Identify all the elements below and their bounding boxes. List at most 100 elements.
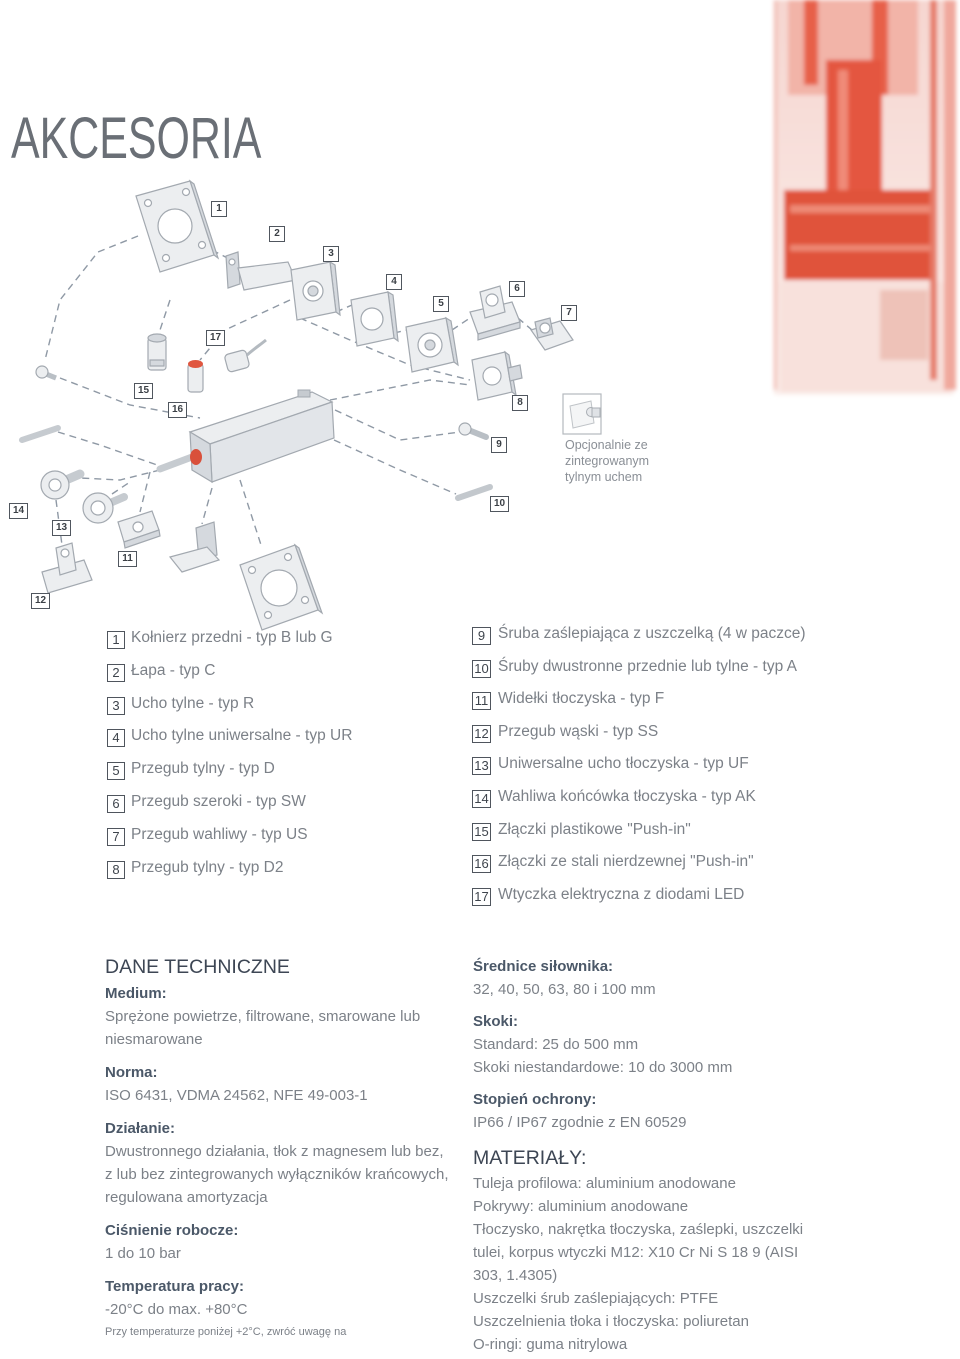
diagram-label-2: 2: [269, 226, 285, 242]
spec-value: 32, 40, 50, 63, 80 i 100 mm: [473, 981, 656, 998]
spec-label: Średnice siłownika:: [473, 958, 614, 975]
rear-hinge-part: [405, 316, 459, 373]
spec-value: regulowana amortyzacja: [105, 1188, 268, 1206]
spec-temperature: Temperatura pracy: -20°C do max. +80°C: [105, 1275, 448, 1321]
front-foot-bracket-part: [168, 521, 221, 573]
tech-data-right-column: Średnice siłownika: 32, 40, 50, 63, 80 i…: [473, 955, 803, 1356]
legend-item: 17 Wtyczka elektryczna z diodami LED: [472, 878, 806, 911]
item-number-box: 8: [107, 860, 125, 879]
foot-bracket-part: [225, 251, 297, 291]
swivel-hinge-part: [530, 317, 574, 351]
item-name: Przegub wąski - typ SS: [498, 722, 659, 740]
item-name: Łapa - typ C: [131, 661, 216, 679]
spec-label: Stopień ochrony:: [473, 1091, 597, 1108]
spec-operation: Działanie: Dwustronnego działania, tłok …: [105, 1117, 448, 1209]
spec-value: -20°C do max. +80°C: [105, 1300, 248, 1318]
pneumatic-cylinder: [156, 389, 335, 484]
diagram-label-15: 15: [134, 383, 153, 399]
spec-value: z lub bez zintegrowanych wyłączników kra…: [105, 1165, 449, 1183]
cylinder-photo: [774, 0, 956, 395]
item-name: Złączki ze stali nierdzewnej "Push-in": [498, 853, 754, 871]
diagram-label-5: 5: [433, 296, 449, 312]
diagram-label-14: 14: [9, 503, 28, 519]
spec-value: 1 do 10 bar: [105, 1244, 181, 1262]
tech-data-heading: DANE TECHNICZNE: [105, 956, 290, 978]
item-name: Złączki plastikowe "Push-in": [498, 820, 691, 838]
diagram-label-12: 12: [31, 593, 50, 609]
item-number-box: 15: [472, 822, 491, 841]
rear-eye-part: [290, 260, 341, 321]
universal-rod-eye-part: [82, 492, 128, 524]
legend-item: 15 Złączki plastikowe "Push-in": [472, 813, 806, 846]
legend-item: 16 Złączki ze stali nierdzewnej "Push-in": [472, 846, 806, 879]
material-line: Uszczelnienia tłoka i tłoczyska: poliure…: [473, 1313, 749, 1330]
item-number-box: 13: [472, 757, 491, 776]
connection-lines: [44, 235, 533, 549]
spec-value: niesmarowane: [105, 1030, 203, 1048]
legend-item: 13 Uniwersalne ucho tłoczyska - typ UF: [472, 748, 806, 781]
legend-item: 9 Śruba zaślepiająca z uszczelką (4 w pac…: [472, 618, 806, 651]
spec-standard: Norma: ISO 6431, VDMA 24562, NFE 49-003-…: [105, 1061, 448, 1107]
temperature-note: Przy temperaturze poniżej +2°C, zwróć uw…: [105, 1325, 347, 1338]
diagram-label-11: 11: [118, 551, 137, 567]
spec-pressure: Ciśnienie robocze: 1 do 10 bar: [105, 1219, 448, 1265]
item-name: Wahliwa końcówka tłoczyska - typ AK: [498, 787, 756, 805]
double-ended-screw-part: [455, 484, 493, 501]
rear-flange-part: [239, 543, 324, 631]
item-name: Przegub tylny - typ D2: [131, 858, 284, 876]
plastic-push-in-fitting: [147, 333, 167, 371]
accessories-diagram: [19, 179, 574, 631]
item-name: Śruba zaślepiająca z uszczelką (4 w pacz…: [498, 624, 806, 642]
item-number-box: 5: [107, 762, 125, 781]
item-number-box: 12: [472, 724, 491, 743]
item-name: Wtyczka elektryczna z diodami LED: [498, 885, 745, 903]
item-name: Przegub tylny - typ D: [131, 760, 275, 778]
item-name: Przegub szeroki - typ SW: [131, 792, 306, 810]
spec-value: Sprężone powietrze, filtrowane, smarowan…: [105, 1007, 421, 1025]
led-plug-part: [224, 338, 267, 373]
spec-strokes: Skoki: Standard: 25 do 500 mm Skoki nies…: [473, 1010, 803, 1079]
spec-value: Skoki niestandardowe: 10 do 3000 mm: [473, 1059, 733, 1076]
item-number-box: 16: [472, 855, 491, 874]
diagram-label-7: 7: [561, 305, 577, 321]
material-line: Tłoczysko, nakrętka tłoczyska, zaślepki,…: [473, 1221, 804, 1238]
caption-line: Opcjonalnie ze: [565, 438, 648, 452]
caption-line: tylnym uchem: [565, 470, 643, 484]
item-number-box: 2: [107, 663, 125, 682]
item-name: Uniwersalne ucho tłoczyska - typ UF: [498, 755, 749, 773]
diagram-label-17: 17: [206, 330, 225, 346]
item-name: Przegub wahliwy - typ US: [131, 825, 308, 843]
item-number-box: 10: [472, 659, 491, 678]
material-line: 303, 1.4305): [473, 1267, 558, 1284]
material-line: tulei, korpus wtyczki M12: X10 Cr Ni S 1…: [473, 1244, 799, 1261]
legend-item: 2 Łapa - typ C: [107, 654, 352, 687]
spec-value: Standard: 25 do 500 mm: [473, 1036, 639, 1053]
item-name: Widełki tłoczyska - typ F: [498, 690, 665, 708]
materials-heading: MATERIAŁY:: [473, 1147, 587, 1169]
materials-list: Tuleja profilowa: aluminium anodowane Po…: [473, 1172, 803, 1356]
diagram-label-1: 1: [211, 201, 227, 217]
diagram-label-3: 3: [323, 246, 339, 262]
item-number-box: 1: [107, 630, 125, 649]
item-number-box: 17: [472, 887, 491, 906]
rod-part: [19, 425, 61, 443]
spec-value: IP66 / IP67 zgodnie z EN 60529: [473, 1114, 687, 1131]
universal-rear-eye-part: [350, 290, 399, 347]
steel-push-in-fitting: [187, 360, 204, 393]
item-number-box: 9: [472, 626, 491, 645]
diagram-label-9: 9: [491, 437, 507, 453]
spec-label: Temperatura pracy:: [105, 1277, 244, 1295]
rod-clevis-part: [117, 510, 161, 549]
spec-medium: Medium: Sprężone powietrze, filtrowane, …: [105, 982, 448, 1051]
item-number-box: 14: [472, 789, 491, 808]
spec-label: Skoki:: [473, 1013, 519, 1030]
diagram-label-4: 4: [386, 274, 402, 290]
legend-item: 12 Przegub wąski - typ SS: [472, 715, 806, 748]
diagram-label-16: 16: [168, 402, 187, 418]
